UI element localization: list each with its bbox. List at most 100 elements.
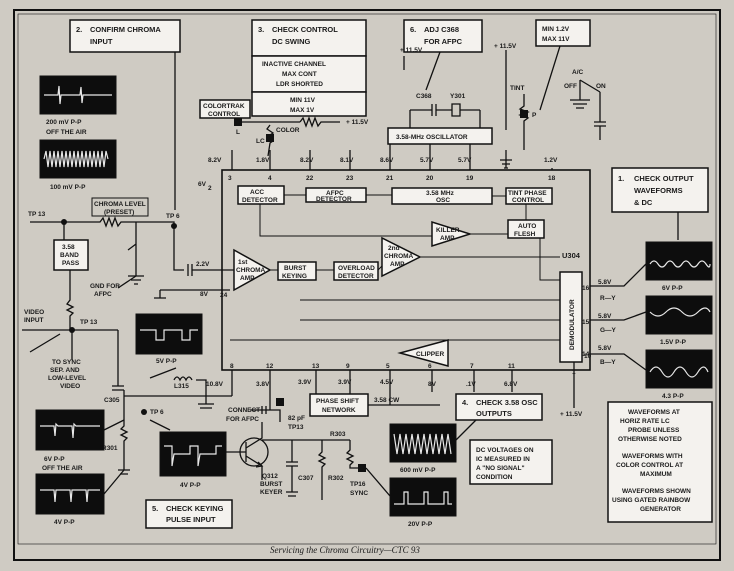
step-1-line3: & DC: [634, 198, 653, 207]
colortrak-resistor: [242, 116, 340, 128]
step-6-num: 6.: [410, 25, 416, 34]
out-g-pin: 15: [582, 319, 590, 326]
l315-label: L315: [174, 383, 189, 390]
c307-label: C307: [298, 475, 314, 482]
scope-ry: [645, 241, 713, 281]
acc-l1: ACC: [250, 189, 264, 196]
step-2-num: 2.: [76, 25, 82, 34]
step-3-line1: CHECK CONTROL: [272, 25, 338, 34]
tp6-a: TP 6: [166, 213, 180, 220]
demod-inputs: [230, 238, 560, 341]
note-0: WAVEFORMS AT: [628, 409, 680, 416]
c305-r301: [112, 330, 130, 475]
top-pin-v-7: 1.2V: [544, 157, 558, 164]
autoflesh-l2: FLESH: [514, 231, 536, 238]
tp6-b: TP 6: [150, 409, 164, 416]
middle-scope-pointers: [365, 419, 477, 497]
tint-ground: [500, 159, 512, 169]
note-4: WAVEFORMS WITH: [622, 453, 683, 460]
step-3-min: MIN 11V: [290, 97, 316, 104]
step-5-box: 5. CHECK KEYING PULSE INPUT: [145, 499, 233, 529]
w3-pointer: [149, 367, 177, 379]
bot-pin-v-7: 6.8V: [504, 381, 518, 388]
l-label: L: [236, 129, 240, 136]
overload-detector: [333, 261, 379, 281]
amp2-l2: CHROMA: [384, 253, 414, 260]
bot-pin-v-0: 10.8V: [206, 381, 224, 388]
bot-pin-n-4: 5: [386, 363, 390, 370]
v11-5-top: + 11.5V: [346, 119, 369, 126]
bot-pin-n-5: 6: [428, 363, 432, 370]
step-6-line1: ADJ C368: [424, 25, 459, 34]
scope-sync-20v: [389, 477, 457, 517]
bot-pin-v-1: 3.8V: [256, 381, 270, 388]
osc-358-block: [387, 127, 493, 145]
w5-amp: 4V P-P: [54, 519, 75, 526]
step-3-max: MAX 1V: [290, 107, 315, 114]
bottom-pin-leads: [231, 362, 575, 408]
clipper-label: CLIPPER: [416, 351, 444, 358]
amp1-l3: AMP: [240, 275, 255, 282]
clipper-block: [397, 339, 449, 367]
amp1-l2: CHROMA: [236, 267, 266, 274]
step-1-num: 1.: [618, 174, 624, 183]
note-2: PROBE UNLESS: [628, 427, 680, 434]
phase-shift-l1: PHASE SHIFT: [316, 398, 359, 405]
amp2-l3: AMP: [390, 261, 405, 268]
out-b-v: 5.8V: [598, 345, 612, 352]
osc-358-label: 3.58-MHz OSCILLATOR: [396, 134, 468, 141]
overload-l1: OVERLOAD: [338, 265, 375, 272]
killer-amp: [431, 220, 473, 248]
p-label: P: [532, 112, 537, 119]
pin-2-label: 2: [208, 185, 212, 192]
notes-box: WAVEFORMS AT HORIZ RATE LC PROBE UNLESS …: [607, 401, 713, 523]
gnd-afpc-arrow: [117, 275, 137, 289]
scope-by: [645, 349, 713, 389]
top-pin-voltages: 8.2V 1.8V 8.2V 8.1V 8.6V 5.7V 5.7V 1.2V: [208, 157, 558, 164]
scope-chroma-100mv: [39, 139, 117, 179]
burst-l1: BURST: [284, 265, 306, 272]
bot-pin-n-6: 7: [470, 363, 474, 370]
to-sync-l1: TO SYNC: [52, 359, 81, 366]
tp6-b-pointer: [149, 419, 171, 431]
six-v-label: 6V: [198, 181, 207, 188]
dc-note-0: DC VOLTAGES ON: [476, 447, 534, 454]
step-5-line2: PULSE INPUT: [166, 515, 216, 524]
chroma-level-pot: [127, 222, 144, 285]
top-pin-v-0: 8.2V: [208, 157, 222, 164]
w10-amp: 1.5V P-P: [660, 339, 687, 346]
osc-leads: [409, 110, 481, 128]
v11-5-tint: + 11.5V: [494, 43, 517, 50]
bottom-pin-voltages: 10.8V 3.8V 3.9V 3.9V 4.5V 8V .1V 6.8V: [206, 379, 518, 388]
cap82-l2: TP13: [288, 424, 304, 431]
step-5-num: 5.: [152, 504, 158, 513]
to-sync-l3: LOW-LEVEL: [48, 375, 86, 382]
bot-pin-v-6: .1V: [466, 381, 476, 388]
bp-l2: BAND: [60, 252, 79, 259]
phase-shift-links: [315, 378, 440, 406]
note-7: WAVEFORMS SHOWN: [622, 488, 691, 495]
step-4-num: 4.: [462, 398, 468, 407]
outer-frame: [13, 9, 721, 561]
afpc-l1: AFPC: [326, 190, 344, 197]
ac-switch: [570, 80, 606, 140]
burst-l2: KEYING: [282, 273, 307, 280]
r302-label: R302: [328, 475, 344, 482]
off-label: OFF: [564, 83, 577, 90]
video-l1: VIDEO: [24, 309, 44, 316]
top-pin-v-2: 8.2V: [300, 157, 314, 164]
w11-amp: 4.3 P-P: [662, 393, 684, 400]
tp6-b-dot: [141, 409, 147, 415]
bot-pin-v-4: 4.5V: [380, 379, 394, 386]
bot-pin-v-2: 3.9V: [298, 379, 312, 386]
w6-amp: 4V P-P: [180, 482, 201, 489]
bp-l3: PASS: [62, 260, 80, 267]
out-b-name: B—Y: [600, 359, 616, 366]
v8-label: 8V: [200, 291, 209, 298]
step-6-line2: FOR AFPC: [424, 37, 463, 46]
step-3-box: 3. CHECK CONTROL DC SWING INACTIVE CHANN…: [251, 19, 367, 117]
note-5: COLOR CONTROL AT: [616, 462, 683, 469]
step-6-pointer: [425, 51, 441, 91]
tp13-a: TP 13: [28, 211, 46, 218]
top-pin-v-5: 5.7V: [420, 157, 434, 164]
